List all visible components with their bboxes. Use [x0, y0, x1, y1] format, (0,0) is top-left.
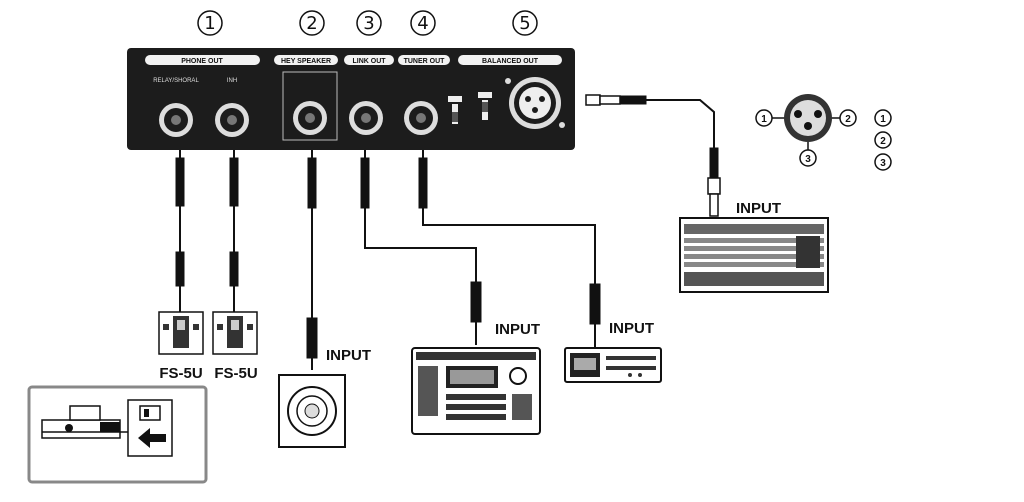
cable-speaker: [306, 150, 318, 370]
hey-speaker-label: HEY SPEAKER: [281, 58, 331, 65]
pin-callout-3: 3: [799, 149, 817, 167]
svg-text:2: 2: [845, 114, 851, 125]
legend-pin-3: 3: [874, 153, 892, 171]
svg-text:4: 4: [417, 13, 428, 34]
cable-xlr: [585, 94, 721, 217]
jack-label-inh: INH: [227, 78, 237, 84]
jack-tuner-out: [404, 101, 438, 135]
svg-text:1: 1: [204, 13, 215, 34]
balanced-out-header: [458, 55, 562, 65]
input-label-mixer: INPUT: [736, 200, 781, 217]
link-out-header: [344, 55, 394, 65]
svg-text:2: 2: [880, 136, 886, 147]
mixing-console: [679, 217, 829, 293]
jack-footswitch-2: [215, 103, 249, 137]
cable-link-out: [360, 150, 482, 345]
level-switch: [478, 92, 492, 120]
switch-detail: [127, 399, 173, 457]
cable-footswitch-2: [229, 150, 239, 312]
pin-legend: 1 2 3: [874, 109, 892, 171]
recorder-device: [411, 347, 541, 435]
callout-5: 5: [512, 10, 538, 36]
legend-pin-1: 1: [874, 109, 892, 127]
footswitch-label-2: FS-5U: [214, 365, 257, 382]
phone-out-label: PHONE OUT: [181, 58, 223, 65]
svg-text:3: 3: [805, 154, 811, 165]
callout-4: 4: [410, 10, 436, 36]
hey-speaker-header: [274, 55, 338, 65]
arrow-left-icon: [138, 428, 166, 448]
input-label-recorder: INPUT: [495, 321, 540, 338]
balanced-out-label: BALANCED OUT: [482, 58, 539, 65]
input-label-tuner: INPUT: [609, 320, 654, 337]
xlr-balanced-jack: [505, 77, 565, 129]
rear-panel: PHONE OUT HEY SPEAKER LINK OUT TUNER OUT…: [127, 48, 575, 150]
svg-text:1: 1: [761, 114, 767, 125]
cable-tuner-out: [418, 150, 601, 348]
svg-text:5: 5: [519, 13, 530, 34]
footswitch-fs5u-1: [158, 311, 204, 355]
svg-text:3: 3: [363, 13, 374, 34]
callout-3: 3: [356, 10, 382, 36]
pin-callout-2: 2: [839, 109, 857, 127]
jack-footswitch-1: [159, 103, 193, 137]
tuner-device: [564, 347, 662, 383]
jack-link-out: [349, 101, 383, 135]
inset-illustration: [27, 385, 208, 484]
callout-1: 1: [197, 10, 223, 36]
svg-text:3: 3: [880, 158, 886, 169]
cable-footswitch-1: [175, 150, 185, 312]
ground-lift-switch: [448, 96, 462, 124]
callout-2: 2: [299, 10, 325, 36]
legend-pin-2: 2: [874, 131, 892, 149]
footswitch-fs5u-2: [212, 311, 258, 355]
footswitch-label-1: FS-5U: [159, 365, 202, 382]
pin-callout-1: 1: [755, 109, 773, 127]
tuner-out-label: TUNER OUT: [404, 58, 446, 65]
xlr-pinout-diagram: 1 2 3: [755, 94, 857, 167]
svg-text:2: 2: [306, 13, 317, 34]
phone-out-header: [145, 55, 260, 65]
link-out-label: LINK OUT: [352, 58, 386, 65]
input-label-speaker: INPUT: [326, 347, 371, 364]
svg-text:1: 1: [880, 114, 886, 125]
tuner-out-header: [398, 55, 450, 65]
speaker-cabinet: [278, 374, 346, 448]
jack-hey-speaker: [293, 101, 327, 135]
jack-label-relay: RELAY/SHORAL: [153, 78, 199, 84]
